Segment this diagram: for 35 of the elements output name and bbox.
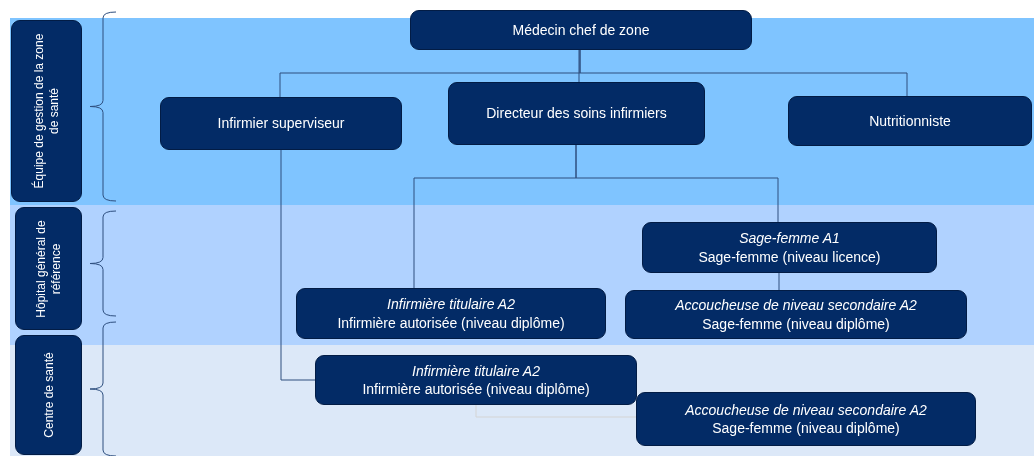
level-label: Équipe de gestion de la zone de santé [31,32,62,191]
role-title: Infirmière autorisée (niveau diplôme) [362,380,590,399]
grade-title: Accoucheuse de niveau secondaire A2 [685,400,927,419]
role-box [296,288,606,339]
role-title: Sage-femme (niveau diplôme) [702,314,890,333]
role-box [315,355,637,405]
grade-title: Accoucheuse de niveau secondaire A2 [675,296,917,315]
role-box [448,82,705,145]
role-title: Infirmier superviseur [217,114,345,133]
connector-line [578,49,580,83]
role-box [625,290,967,339]
level-label-box [11,20,82,202]
role-box [788,96,1032,146]
connector-line [280,149,316,381]
connector-line [575,144,779,223]
level-label: Hôpital général de référence [33,218,64,320]
role-box [642,222,937,273]
grade-title: Infirmière titulaire A2 [387,295,515,314]
level-label: Centre de santé [41,351,56,440]
level-label-box [15,335,82,455]
role-title: Sage-femme (niveau diplôme) [712,419,900,438]
role-title: Médecin chef de zone [512,20,650,40]
level-label-box [15,207,82,330]
connector-line [778,272,780,291]
role-box [636,392,976,446]
role-title: Directeur des soins infirmiers [486,104,667,123]
role-box [410,10,752,50]
grade-title: Infirmière titulaire A2 [412,361,540,380]
role-box [160,97,402,150]
role-title: Sage-femme (niveau licence) [698,247,881,266]
connector-line [475,404,637,418]
connector-line [579,49,908,97]
role-title: Nutritionniste [869,111,951,131]
grade-title: Sage-femme A1 [739,229,840,248]
role-title: Infirmière autorisée (niveau diplôme) [337,313,565,332]
